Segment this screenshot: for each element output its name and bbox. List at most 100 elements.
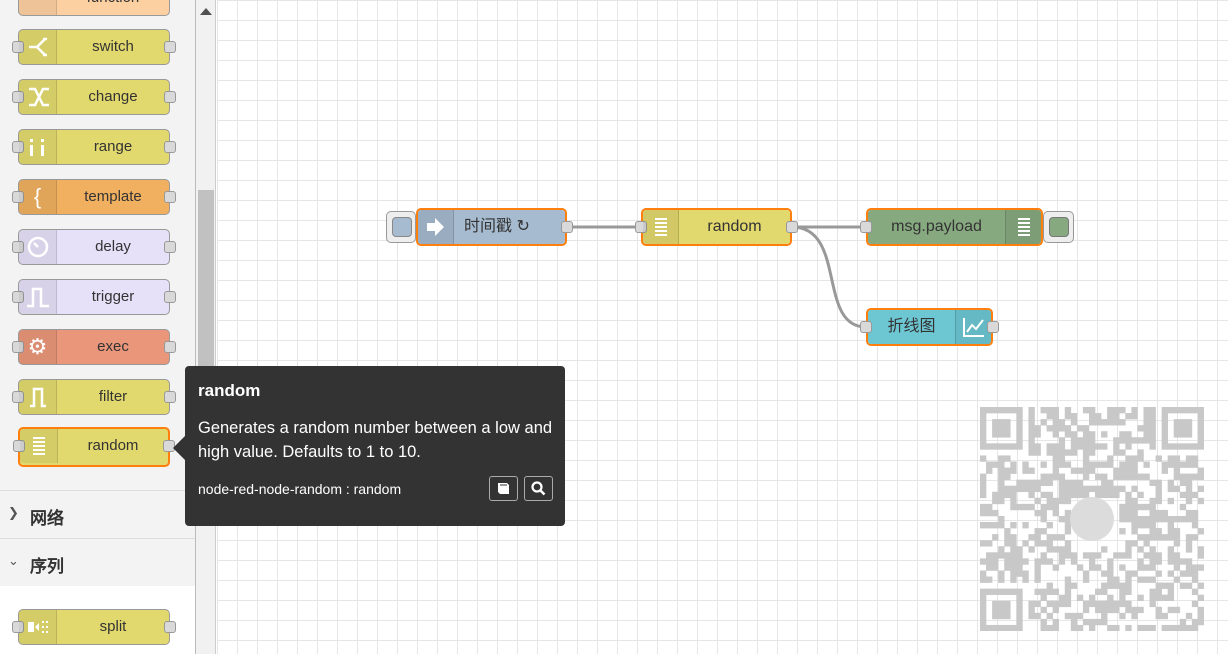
input-port bbox=[12, 41, 24, 53]
qr-module bbox=[1010, 443, 1017, 450]
qr-module bbox=[998, 455, 1005, 462]
qr-module bbox=[1064, 600, 1072, 608]
qr-module bbox=[1149, 564, 1156, 571]
qr-module bbox=[1010, 407, 1017, 414]
qr-module bbox=[986, 443, 993, 450]
qr-module bbox=[1076, 624, 1084, 631]
qr-module bbox=[998, 624, 1005, 631]
qr-module bbox=[992, 564, 999, 571]
palette-node-change[interactable]: change bbox=[12, 79, 176, 115]
qr-module bbox=[1137, 455, 1144, 462]
flow-node-chart[interactable]: 折线图 bbox=[860, 308, 999, 346]
palette-node-trigger[interactable]: trigger bbox=[12, 279, 176, 315]
qr-module bbox=[1052, 534, 1060, 541]
qr-module bbox=[1155, 497, 1162, 505]
flow-node-random[interactable]: random bbox=[635, 208, 798, 246]
input-port[interactable] bbox=[635, 221, 647, 233]
show-help-button[interactable] bbox=[489, 476, 518, 501]
palette-node-template[interactable]: { template bbox=[12, 179, 176, 215]
qr-module bbox=[1040, 618, 1047, 626]
qr-module bbox=[1131, 528, 1138, 535]
palette-node-exec[interactable]: ⚙ exec bbox=[12, 329, 176, 365]
palette-node-switch[interactable]: switch bbox=[12, 29, 176, 65]
qr-module bbox=[998, 570, 1005, 577]
palette-node-filter[interactable]: filter bbox=[12, 379, 176, 415]
qr-module bbox=[1137, 594, 1144, 602]
qr-module bbox=[1185, 425, 1193, 432]
qr-module bbox=[1125, 576, 1132, 583]
qr-module bbox=[1016, 546, 1023, 553]
input-port bbox=[12, 621, 24, 633]
output-port bbox=[164, 291, 176, 303]
qr-module bbox=[998, 443, 1005, 450]
qr-module bbox=[1185, 612, 1193, 620]
qr-module bbox=[1016, 479, 1023, 487]
qr-module bbox=[1173, 515, 1181, 523]
qr-module bbox=[1016, 624, 1023, 631]
qr-module bbox=[1064, 509, 1072, 517]
qr-module bbox=[1004, 491, 1011, 499]
qr-module bbox=[1052, 473, 1060, 480]
qr-module bbox=[1113, 467, 1120, 474]
qr-module bbox=[1143, 461, 1150, 468]
qr-module bbox=[1058, 419, 1066, 426]
inject-button[interactable] bbox=[386, 211, 416, 243]
qr-module bbox=[1143, 473, 1150, 480]
output-port[interactable] bbox=[987, 321, 999, 333]
qr-module bbox=[1064, 588, 1072, 595]
qr-module bbox=[1076, 425, 1084, 432]
qr-module bbox=[980, 443, 987, 450]
qr-module bbox=[1155, 479, 1162, 487]
scrollbar-thumb[interactable] bbox=[198, 190, 214, 380]
qr-module bbox=[998, 576, 1005, 583]
qr-module bbox=[1131, 437, 1138, 444]
qr-module bbox=[1173, 564, 1181, 571]
qr-module bbox=[1119, 467, 1126, 474]
palette-section-sequence[interactable]: ⌄ 序列 bbox=[0, 538, 195, 584]
palette-scrollbar[interactable] bbox=[196, 0, 216, 654]
qr-module bbox=[1125, 461, 1132, 468]
palette-node-label: template bbox=[84, 188, 142, 205]
palette-node-delay[interactable]: delay bbox=[12, 229, 176, 265]
palette-node-range[interactable]: range bbox=[12, 129, 176, 165]
qr-module bbox=[1113, 473, 1120, 480]
qr-module bbox=[1197, 606, 1204, 614]
output-port bbox=[164, 621, 176, 633]
qr-module bbox=[1185, 497, 1193, 505]
qr-module bbox=[1167, 407, 1175, 414]
flow-node-inject[interactable]: 时间戳 ↻ bbox=[416, 208, 573, 246]
qr-module bbox=[1125, 582, 1132, 589]
qr-module bbox=[1161, 594, 1168, 602]
qr-module bbox=[1143, 624, 1150, 631]
qr-module bbox=[1155, 491, 1162, 499]
qr-module bbox=[1143, 522, 1150, 529]
search-node-button[interactable] bbox=[524, 476, 553, 501]
qr-module bbox=[1119, 461, 1126, 468]
palette-node-function[interactable]: function bbox=[18, 0, 170, 16]
input-port[interactable] bbox=[860, 221, 872, 233]
debug-toggle-button[interactable] bbox=[1043, 211, 1074, 243]
qr-module bbox=[992, 552, 999, 559]
qr-module bbox=[1070, 443, 1078, 450]
qr-module bbox=[1113, 576, 1120, 583]
qr-module bbox=[986, 503, 993, 511]
qr-module bbox=[1082, 485, 1090, 493]
qr-module bbox=[1022, 485, 1029, 493]
qr-module bbox=[1119, 485, 1126, 493]
palette-node-split[interactable]: split bbox=[12, 609, 176, 645]
flow-workspace[interactable]: 时间戳 ↻ random msg.payload 折线图 bbox=[217, 0, 1228, 654]
qr-module bbox=[1167, 558, 1175, 565]
palette-node-random[interactable]: random bbox=[13, 427, 175, 467]
palette-section-network[interactable]: ❯ 网络 bbox=[0, 490, 195, 536]
scroll-up-arrow-icon[interactable] bbox=[200, 8, 212, 15]
inject-button-face bbox=[392, 217, 412, 237]
qr-module bbox=[1028, 612, 1035, 620]
qr-module bbox=[1028, 437, 1035, 444]
qr-module bbox=[1034, 540, 1041, 547]
qr-module bbox=[1004, 425, 1011, 432]
flow-node-debug[interactable]: msg.payload bbox=[860, 208, 1043, 246]
output-port[interactable] bbox=[786, 221, 798, 233]
output-port[interactable] bbox=[561, 221, 573, 233]
qr-module bbox=[1070, 582, 1078, 589]
input-port[interactable] bbox=[860, 321, 872, 333]
